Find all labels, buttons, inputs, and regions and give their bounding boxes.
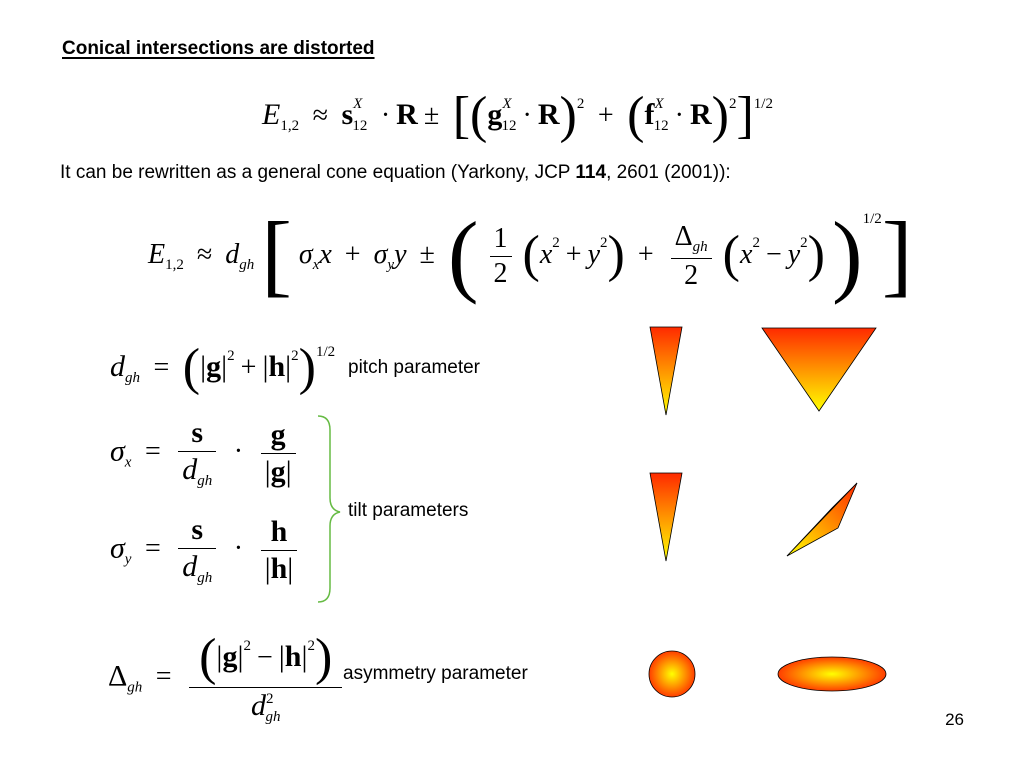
ellipse-shape	[777, 656, 887, 692]
narrow-cone-shape	[649, 326, 683, 416]
wide-cone-shape	[761, 327, 877, 412]
slide-title: Conical intersections are distorted	[62, 38, 375, 59]
page-number: 26	[945, 710, 964, 729]
energy-equation: E1,2 ≈ sX12 ·R± [(gX12·R)2 + (fX12·R)2]1…	[262, 87, 773, 144]
tilt-brace	[317, 415, 341, 603]
tilt-label: tilt parameters	[348, 500, 469, 521]
rewritten-text: It can be rewritten as a general cone eq…	[60, 162, 731, 183]
tilted-cone-fill	[786, 482, 858, 557]
asymmetry-equation: Δgh = (|g|2−|h|2)d2gh	[108, 632, 346, 725]
upright-cone-shape	[649, 472, 683, 562]
circle-shape	[648, 650, 696, 698]
asymmetry-label: asymmetry parameter	[343, 663, 528, 684]
pitch-label: pitch parameter	[348, 357, 481, 378]
pitch-equation: dgh = (|g|2+|h|2)1/2	[110, 339, 336, 396]
